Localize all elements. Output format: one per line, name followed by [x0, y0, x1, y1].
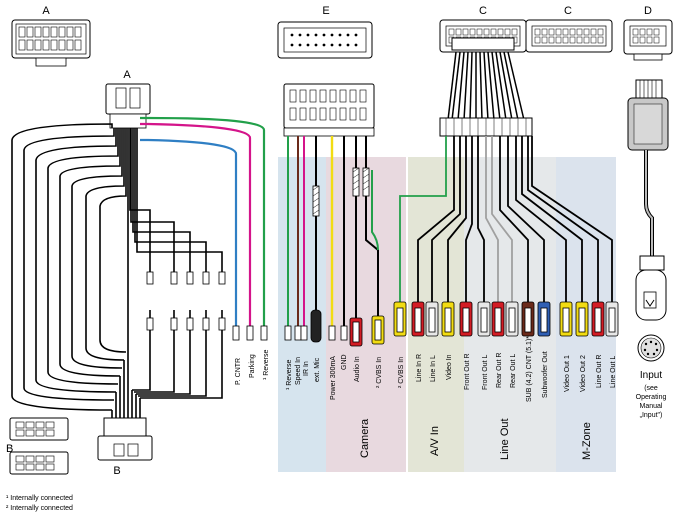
pin-label-c-video-out-1: Video Out 1: [564, 355, 571, 392]
connector-d-label: D: [644, 5, 652, 17]
harness-a-black-wires: [11, 123, 223, 411]
harness-e-wires: [287, 136, 379, 326]
connector-b-side: [9, 417, 69, 475]
input-note-line-4: „Input"): [640, 412, 663, 419]
input-note-line-3: Manual: [640, 403, 663, 410]
pin-label-c-video-in: Video In: [446, 354, 453, 380]
connector-b-side-label: B: [6, 443, 13, 455]
connector-a-mid-label: A: [123, 69, 131, 81]
pin-label-c-line-out-l: Line Out L: [610, 356, 617, 388]
connector-d: [623, 19, 673, 362]
pin-label-e-cvbs-in: ² CVBS In: [376, 357, 383, 388]
footnote-2: ² Internally connected: [6, 505, 73, 512]
pin-label-c-subwoofer-out: Subwoofer Out: [542, 351, 549, 398]
input-title: Input: [640, 370, 662, 381]
wire-parking-magenta: [140, 122, 252, 326]
pin-label-c-rear-out-r: Rear Out R: [496, 353, 503, 388]
connector-a-top-label: A: [42, 5, 50, 17]
pin-label-c-sub-cnt: SUB (4.2) CNT (5.1)*: [526, 336, 533, 402]
pin-label-e-gnd: GND: [341, 354, 348, 370]
pin-label-c-cvbs-in: ² CVBS In: [398, 357, 405, 388]
group-label-line-out: Line Out: [499, 418, 511, 460]
connector-c-left-label: C: [479, 5, 487, 17]
harness-a-pins: [146, 271, 226, 331]
connector-a-mid: [105, 83, 151, 129]
connector-e-label: E: [322, 5, 329, 17]
pin-label-a-reverse: ¹ Reverse: [263, 350, 270, 380]
input-note-line-2: Operating: [636, 394, 667, 401]
connector-c-right-label: C: [564, 5, 572, 17]
pin-label-c-line-in-l: Line In L: [430, 355, 437, 382]
connector-c-plug: [451, 37, 515, 51]
pin-label-c-front-out-r: Front Out R: [464, 353, 471, 390]
connector-e: [277, 21, 375, 137]
pin-label-c-line-in-r: Line In R: [416, 354, 423, 382]
harness-c-wires: [399, 136, 613, 302]
pin-label-e-reverse: ¹ Reverse: [286, 360, 293, 390]
harness-c-bundle: [447, 51, 525, 121]
connector-a-top: [11, 19, 91, 67]
input-note-line-1: (see: [644, 385, 658, 392]
pins-e-terminals: [284, 309, 385, 347]
pin-label-c-video-out-2: Video Out 2: [580, 355, 587, 392]
footnote-1: ¹ Internally connected: [6, 495, 73, 502]
pin-label-e-audio-in: Audio In: [354, 356, 361, 382]
pin-label-e-ir-in: IR In: [303, 361, 310, 376]
rca-plugs: [393, 301, 619, 337]
pin-label-e-speed-in: Speed In: [295, 357, 302, 385]
pin-label-c-front-out-l: Front Out L: [482, 354, 489, 390]
harness-bottom-bundle: [111, 360, 141, 420]
pins-a-colored: [232, 325, 268, 341]
wire-pcntr-blue: [140, 138, 238, 326]
connector-b-plug: [97, 417, 153, 461]
pin-label-a-pcntr: P. CNTR: [235, 358, 242, 385]
group-label-m-zone: M-Zone: [581, 422, 593, 460]
group-label-av-in: A/V In: [429, 426, 441, 456]
pin-label-c-rear-out-l: Rear Out L: [510, 354, 517, 388]
pin-label-e-power: Power 300mA: [330, 356, 337, 400]
group-label-camera: Camera: [359, 418, 371, 458]
connector-c-right: [525, 19, 613, 53]
wire-reverse-green: [140, 116, 266, 326]
pin-label-c-line-out-r: Line Out R: [596, 355, 603, 388]
connector-b-bottom-label: B: [113, 465, 120, 477]
pin-label-e-ext-mic: ext. Mic: [314, 357, 321, 382]
pin-label-a-parking: Parking: [249, 354, 256, 378]
